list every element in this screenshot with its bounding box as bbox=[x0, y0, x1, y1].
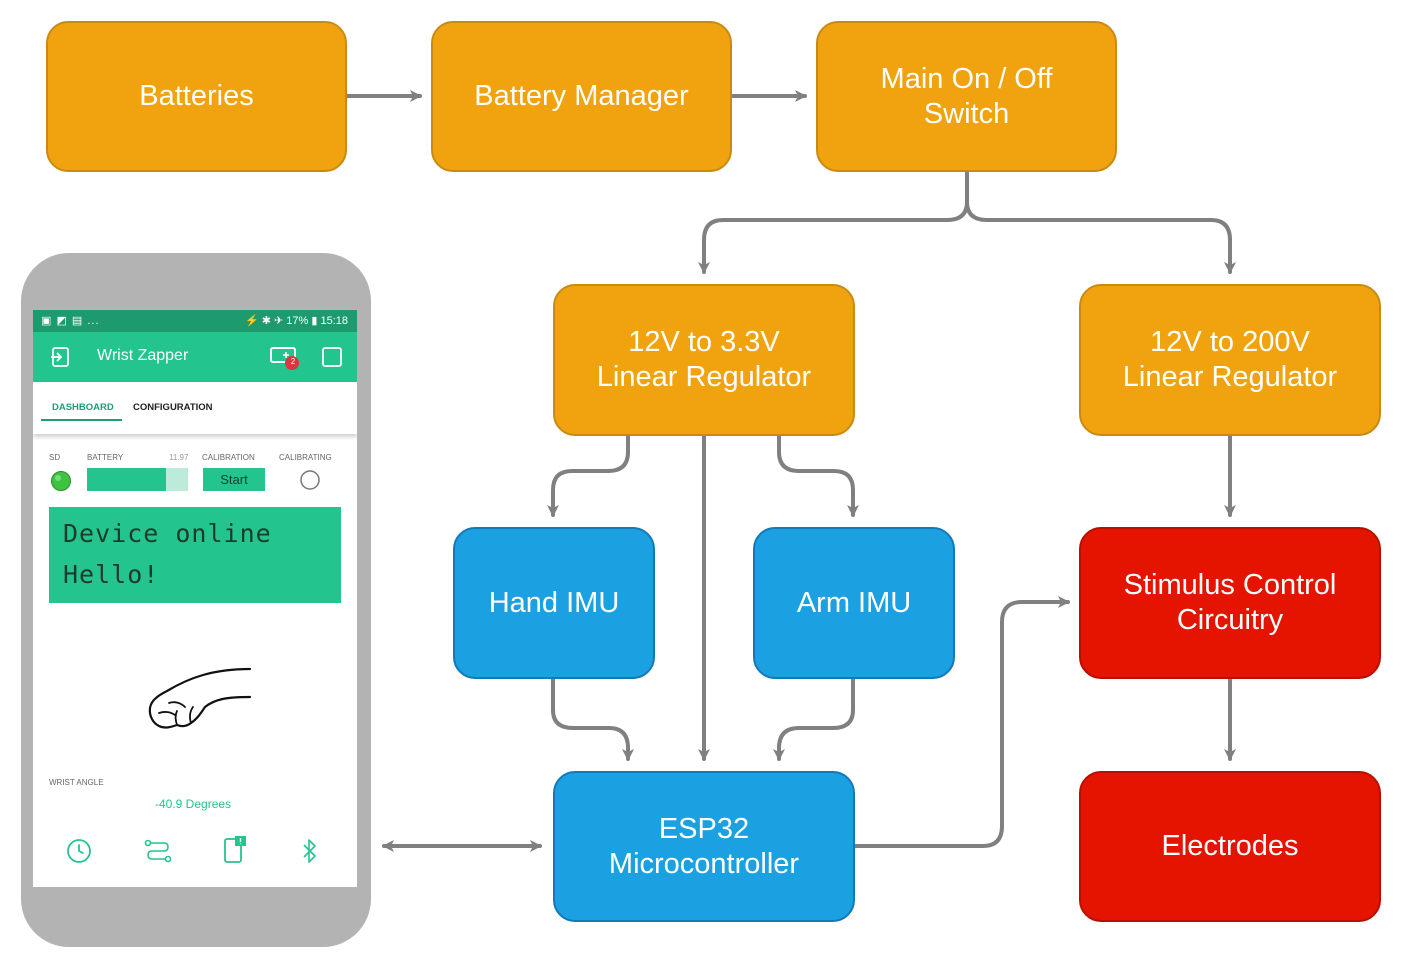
status-bar: ▣ ◩ ▤ ... ⚡ ✱ ✈ 17% ▮ 15:18 bbox=[33, 310, 357, 332]
arrow-esp32-to-stimulus bbox=[853, 596, 1070, 848]
arrow-3v3-to-hand-imu bbox=[547, 434, 630, 517]
battery-level-fill bbox=[87, 468, 166, 491]
bluetooth-icon[interactable] bbox=[299, 837, 321, 865]
sd-led-indicator bbox=[51, 471, 71, 491]
square-menu-icon[interactable] bbox=[321, 346, 343, 368]
wrist-angle-label: WRIST ANGLE bbox=[49, 778, 104, 787]
arrow-switch-to-3v3 bbox=[698, 170, 969, 274]
node-main-switch: Main On / Off Switch bbox=[816, 21, 1117, 172]
sd-label: SD bbox=[49, 453, 61, 462]
calibration-start-label: Start bbox=[220, 472, 248, 487]
calibration-label: CALIBRATION bbox=[202, 453, 255, 462]
node-battery-manager: Battery Manager bbox=[431, 21, 732, 172]
tab-dashboard[interactable]: DASHBOARD bbox=[52, 402, 114, 413]
phone-screen: ▣ ◩ ▤ ... ⚡ ✱ ✈ 17% ▮ 15:18 Wrist Zapper… bbox=[33, 310, 357, 887]
lcd-line-2: Hello! bbox=[63, 560, 160, 589]
wrist-hand-icon bbox=[148, 667, 252, 729]
tab-dashboard-underline bbox=[41, 419, 122, 421]
battery-level-bar bbox=[87, 468, 188, 491]
node-batteries: Batteries bbox=[46, 21, 347, 172]
bottom-navigation bbox=[33, 829, 357, 869]
clock-icon[interactable] bbox=[66, 838, 92, 864]
node-arm-imu: Arm IMU bbox=[753, 527, 955, 679]
node-3v3-regulator: 12V to 3.3V Linear Regulator bbox=[553, 284, 855, 436]
battery-label: BATTERY bbox=[87, 453, 124, 462]
notification-badge-count: 2 bbox=[290, 357, 296, 366]
node-hand-imu: Hand IMU bbox=[453, 527, 655, 679]
calibrating-label: CALIBRATING bbox=[279, 453, 332, 462]
node-stimulus-control: Stimulus Control Circuitry bbox=[1079, 527, 1381, 679]
calibration-start-button[interactable]: Start bbox=[203, 468, 265, 491]
arrow-3v3-to-arm-imu bbox=[777, 434, 859, 517]
app-bar: Wrist Zapper 2 bbox=[33, 332, 357, 382]
node-200v-regulator: 12V to 200V Linear Regulator bbox=[1079, 284, 1381, 436]
node-esp32: ESP32 Microcontroller bbox=[553, 771, 855, 922]
node-electrodes: Electrodes bbox=[1079, 771, 1381, 922]
arrow-hand-imu-to-esp32 bbox=[551, 677, 634, 761]
tab-bar: DASHBOARD CONFIGURATION bbox=[33, 382, 357, 434]
status-right-info: ⚡ ✱ ✈ 17% ▮ 15:18 bbox=[244, 315, 348, 327]
lcd-line-1: Device online bbox=[63, 519, 272, 548]
arrow-switch-to-200v bbox=[965, 200, 1236, 274]
phone-notification-icon[interactable] bbox=[222, 836, 248, 864]
tab-configuration[interactable]: CONFIGURATION bbox=[133, 402, 213, 413]
route-icon[interactable] bbox=[144, 838, 172, 864]
wrist-angle-value: -40.9 Degrees bbox=[155, 797, 232, 811]
battery-value: 11.97 bbox=[169, 453, 189, 462]
app-title: Wrist Zapper bbox=[97, 347, 189, 364]
device-icon[interactable] bbox=[269, 342, 303, 374]
calibrating-led-indicator bbox=[300, 470, 320, 490]
lcd-display: Device online Hello! bbox=[49, 507, 341, 603]
exit-icon[interactable] bbox=[48, 345, 72, 369]
arrow-arm-imu-to-esp32 bbox=[773, 677, 855, 761]
status-left-icons: ▣ ◩ ▤ ... bbox=[41, 315, 100, 327]
